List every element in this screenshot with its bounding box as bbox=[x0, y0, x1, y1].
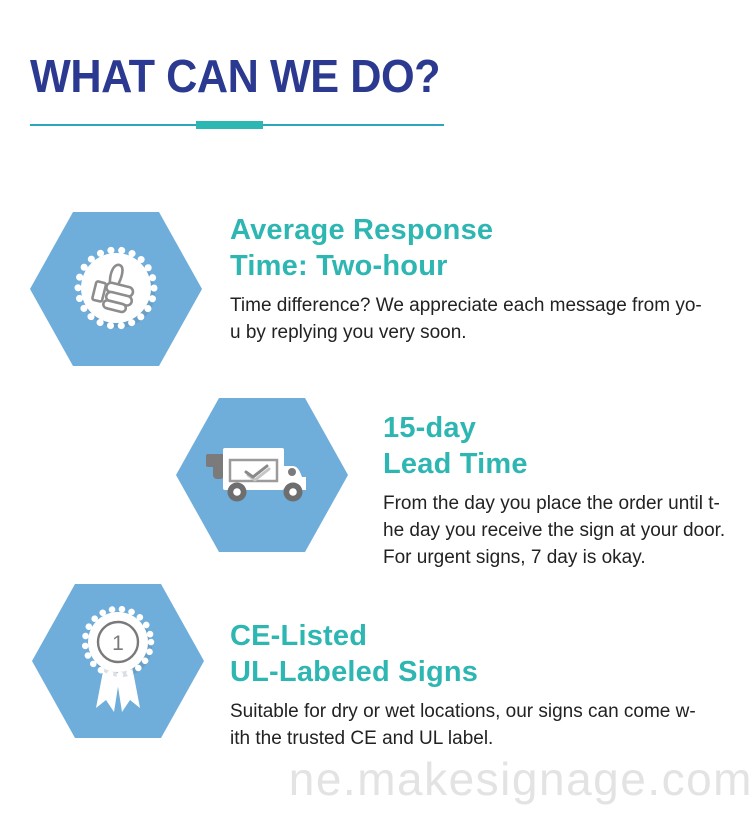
heading-line: Lead Time bbox=[383, 448, 528, 480]
thumbs-up-badge-icon bbox=[74, 246, 158, 330]
feature-heading: Average Response Time: Two-hour bbox=[230, 212, 702, 284]
hexagon-tile: 1 bbox=[32, 584, 204, 738]
feature-text-block: Average Response Time: Two-hour Time dif… bbox=[230, 212, 702, 346]
feature-body: Time difference? We appreciate each mess… bbox=[230, 292, 702, 346]
delivery-truck-icon bbox=[206, 448, 306, 502]
body-line: ith the trusted CE and UL label. bbox=[230, 728, 494, 749]
body-line: he day you receive the sign at your door… bbox=[383, 520, 726, 541]
hexagon-tile bbox=[30, 212, 202, 366]
feature-heading: CE-Listed UL-Labeled Signs bbox=[230, 618, 696, 690]
heading-line: CE-Listed bbox=[230, 620, 368, 652]
feature-text-block: 15-day Lead Time From the day you place … bbox=[383, 410, 725, 571]
page-title: WHAT CAN WE DO? bbox=[30, 50, 441, 102]
body-line: u by replying you very soon. bbox=[230, 322, 467, 343]
body-line: From the day you place the order until t… bbox=[383, 493, 720, 514]
heading-line: UL-Labeled Signs bbox=[230, 656, 479, 688]
body-line: For urgent signs, 7 day is okay. bbox=[383, 547, 646, 568]
body-line: Time difference? We appreciate each mess… bbox=[230, 295, 702, 316]
award-number: 1 bbox=[112, 632, 124, 655]
divider-accent-bar bbox=[196, 121, 263, 129]
feature-heading: 15-day Lead Time bbox=[383, 410, 725, 482]
feature-text-block: CE-Listed UL-Labeled Signs Suitable for … bbox=[230, 618, 696, 752]
feature-body: Suitable for dry or wet locations, our s… bbox=[230, 698, 696, 752]
heading-line: Average Response bbox=[230, 214, 494, 246]
title-divider bbox=[30, 121, 444, 129]
heading-line: 15-day bbox=[383, 412, 477, 444]
feature-body: From the day you place the order until t… bbox=[383, 490, 725, 571]
hexagon-tile bbox=[176, 398, 348, 552]
heading-line: Time: Two-hour bbox=[230, 250, 448, 282]
body-line: Suitable for dry or wet locations, our s… bbox=[230, 701, 696, 722]
watermark: ne.makesignage.com bbox=[288, 753, 750, 805]
award-ribbon-icon: 1 bbox=[81, 605, 155, 712]
